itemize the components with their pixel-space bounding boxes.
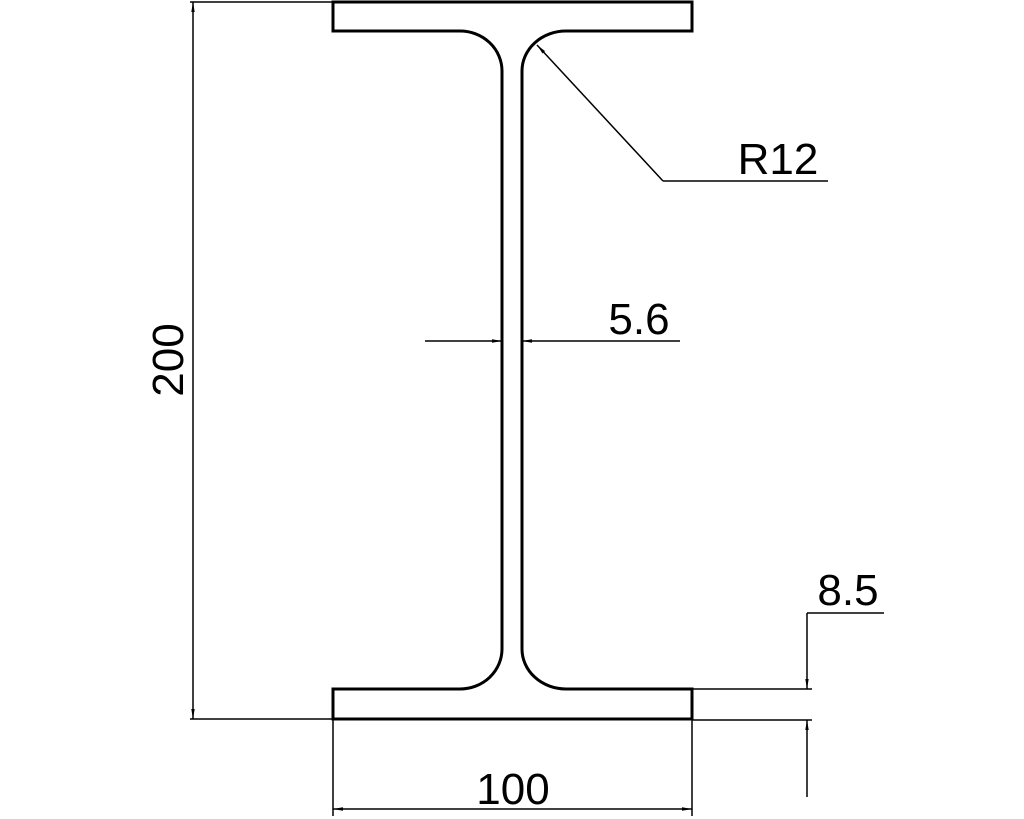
width-label: 100 [476,765,549,814]
width-dimension [332,719,693,816]
fillet-radius-label: R12 [738,135,819,184]
flange-thickness-label: 8.5 [817,566,878,615]
height-label: 200 [144,323,193,396]
web-thickness-label: 5.6 [608,295,669,344]
fillet-radius-leader [536,44,828,182]
i-beam-profile [331,0,694,721]
height-dimension [190,1,333,720]
flange-thickness-dimension [693,612,884,797]
